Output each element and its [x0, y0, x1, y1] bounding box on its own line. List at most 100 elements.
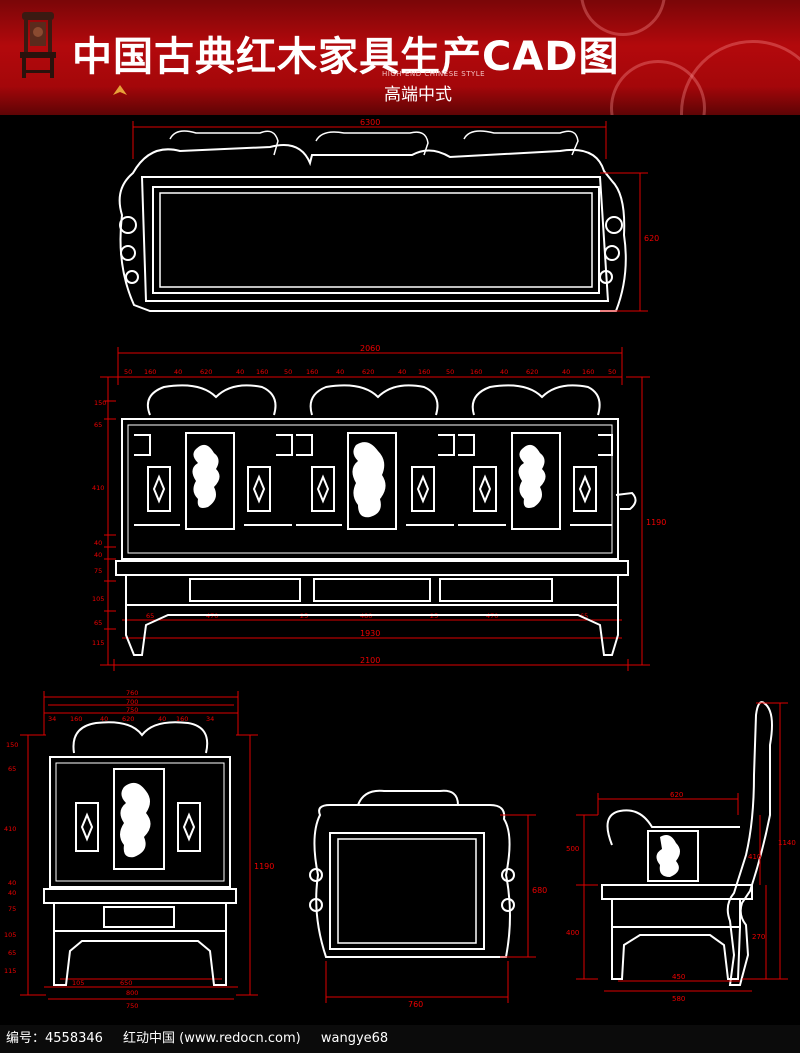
single-front-height-dim: 1190 — [254, 862, 274, 871]
svg-text:40: 40 — [158, 715, 166, 723]
single-front-inlay — [120, 782, 151, 858]
svg-text:65: 65 — [94, 421, 102, 429]
svg-text:115: 115 — [92, 639, 104, 647]
svg-text:40: 40 — [236, 368, 244, 376]
front-view-dimensions — [100, 347, 650, 671]
single-front-bottom-dims: 105 650 800 750 — [72, 979, 138, 1010]
svg-text:160: 160 — [306, 368, 318, 376]
svg-text:40: 40 — [8, 889, 16, 897]
svg-text:40: 40 — [500, 368, 508, 376]
side-view-inlay — [656, 835, 680, 877]
front-view-top-dims: 50 160 40 620 40 160 50 160 40 620 40 160 50 160 4… — [124, 368, 616, 376]
header-banner: 中国古典红木家具生产CAD图 HIGH-END CHINESE STYLE 高端… — [0, 0, 800, 115]
svg-text:50: 50 — [608, 368, 616, 376]
svg-text:620: 620 — [526, 368, 538, 376]
svg-text:150: 150 — [94, 399, 106, 407]
svg-text:65: 65 — [8, 765, 16, 773]
footer-bar: 编号：4558346 红动中国 (www.redocn.com) wangye6… — [0, 1025, 800, 1053]
svg-text:40: 40 — [100, 715, 108, 723]
side-view-back-dim: 500 — [566, 845, 579, 853]
svg-text:65: 65 — [94, 619, 102, 627]
svg-text:40: 40 — [94, 551, 102, 559]
svg-text:160: 160 — [256, 368, 268, 376]
front-view-inlay-panels — [192, 442, 546, 518]
svg-text:105: 105 — [92, 595, 104, 603]
svg-text:160: 160 — [144, 368, 156, 376]
svg-text:700: 700 — [126, 698, 138, 706]
svg-text:410: 410 — [92, 484, 104, 492]
side-view-bottom-dim-1: 450 — [672, 973, 685, 981]
svg-text:65: 65 — [8, 949, 16, 957]
svg-text:150: 150 — [6, 741, 18, 749]
single-front-top-dims: 760 700 750 34 160 40 620 40 160 34 — [48, 689, 214, 723]
svg-text:40: 40 — [562, 368, 570, 376]
svg-text:650: 650 — [120, 979, 132, 987]
front-view-sofa — [115, 384, 637, 656]
svg-text:800: 800 — [126, 989, 138, 997]
page-title: 中国古典红木家具生产CAD图 — [72, 34, 620, 80]
svg-text:160: 160 — [582, 368, 594, 376]
single-top-dimensions — [325, 814, 536, 1003]
svg-text:75: 75 — [8, 905, 16, 913]
svg-text:160: 160 — [470, 368, 482, 376]
side-view-arm-dim: 410 — [748, 853, 761, 861]
top-view-depth-dim: 620 — [644, 234, 659, 243]
side-view-leg-dim: 270 — [752, 933, 765, 941]
svg-text:410: 410 — [4, 825, 16, 833]
footer-site[interactable]: 红动中国 (www.redocn.com) — [123, 1031, 301, 1046]
svg-text:750: 750 — [126, 706, 138, 714]
front-view-left-dims: 150 65 410 40 40 75 105 65 115 — [92, 399, 106, 647]
svg-text:620: 620 — [200, 368, 212, 376]
front-view-overall-dim: 2060 — [360, 344, 380, 353]
svg-text:40: 40 — [8, 879, 16, 887]
svg-text:75: 75 — [94, 567, 102, 575]
front-view-inner-dim: 1930 — [360, 629, 380, 638]
single-top-view — [309, 789, 515, 958]
svg-text:760: 760 — [126, 689, 138, 697]
side-view-top-dim: 620 — [670, 791, 683, 799]
svg-text:34: 34 — [206, 715, 214, 723]
svg-text:160: 160 — [176, 715, 188, 723]
small-caption: HIGH-END CHINESE STYLE — [382, 70, 486, 78]
svg-text:620: 620 — [362, 368, 374, 376]
svg-text:65: 65 — [146, 612, 154, 620]
single-front-dimensions — [20, 691, 258, 1000]
side-view-seat-dim: 400 — [566, 929, 579, 937]
side-view-dimensions — [576, 702, 788, 992]
svg-text:34: 34 — [48, 715, 56, 723]
side-view-bottom-dim-2: 580 — [672, 995, 685, 1003]
leaf-icon — [113, 85, 127, 95]
svg-text:50: 50 — [124, 368, 132, 376]
svg-text:65: 65 — [580, 612, 588, 620]
svg-text:160: 160 — [418, 368, 430, 376]
svg-text:40: 40 — [398, 368, 406, 376]
single-front-left-dims: 150 65 410 40 40 75 105 65 115 — [4, 741, 18, 975]
chair-thumbnail-icon — [20, 12, 56, 78]
svg-text:40: 40 — [336, 368, 344, 376]
single-top-depth-dim: 680 — [532, 886, 547, 895]
top-view-dimensions — [132, 121, 648, 312]
svg-text:750: 750 — [126, 1002, 138, 1010]
svg-text:115: 115 — [4, 967, 16, 975]
footer-author: wangye68 — [320, 1031, 389, 1046]
single-front-chair — [43, 721, 237, 986]
top-view-width-dim: 6300 — [360, 118, 380, 127]
svg-text:105: 105 — [4, 931, 16, 939]
svg-text:105: 105 — [72, 979, 84, 987]
page-subtitle: 高端中式 — [384, 85, 452, 105]
svg-text:40: 40 — [174, 368, 182, 376]
footer-id: 编号：4558346 — [6, 1031, 103, 1046]
top-view — [118, 130, 627, 312]
side-view-chair — [601, 701, 773, 986]
svg-text:40: 40 — [94, 539, 102, 547]
svg-text:160: 160 — [70, 715, 82, 723]
svg-text:50: 50 — [446, 368, 454, 376]
cloud-swirl-decoration — [680, 40, 800, 115]
svg-text:50: 50 — [284, 368, 292, 376]
front-view-total-dim: 2100 — [360, 656, 380, 665]
side-view-height-dim: 1140 — [778, 839, 796, 847]
single-top-width-dim: 760 — [408, 1000, 423, 1009]
front-view-height-dim: 1190 — [646, 518, 666, 527]
svg-text:620: 620 — [122, 715, 134, 723]
